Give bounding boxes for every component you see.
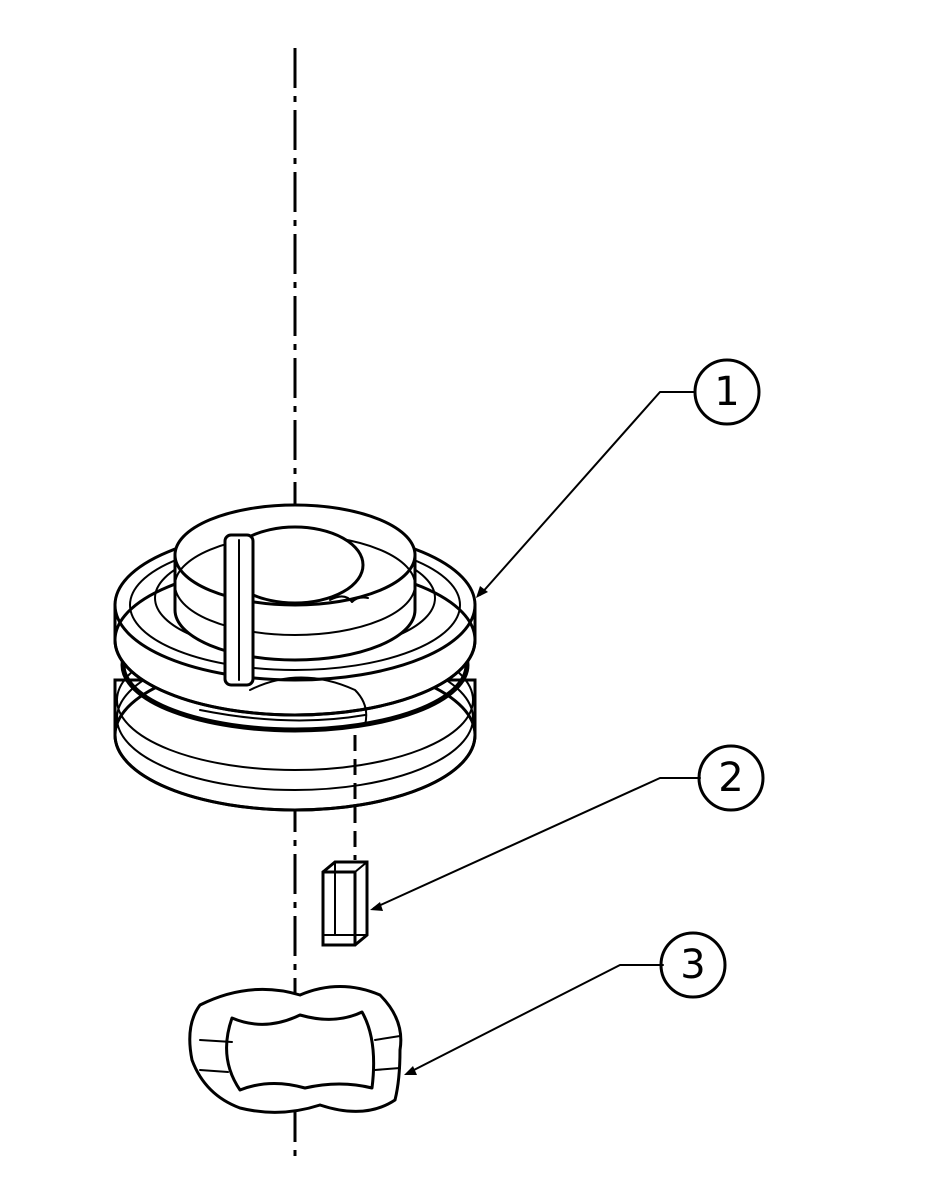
leader-2 [370, 777, 701, 911]
key-part [321, 860, 369, 947]
balloon-2-label: 2 [718, 755, 743, 801]
balloon-1: 1 [693, 358, 761, 426]
bushing-part [188, 985, 403, 1114]
balloon-3-label: 3 [680, 942, 705, 988]
leader-3 [404, 964, 664, 1075]
balloon-3: 3 [659, 931, 727, 999]
balloon-1-label: 1 [714, 369, 739, 415]
leader-1 [476, 391, 696, 598]
balloon-2: 2 [697, 744, 765, 812]
pulley-part [113, 503, 477, 860]
